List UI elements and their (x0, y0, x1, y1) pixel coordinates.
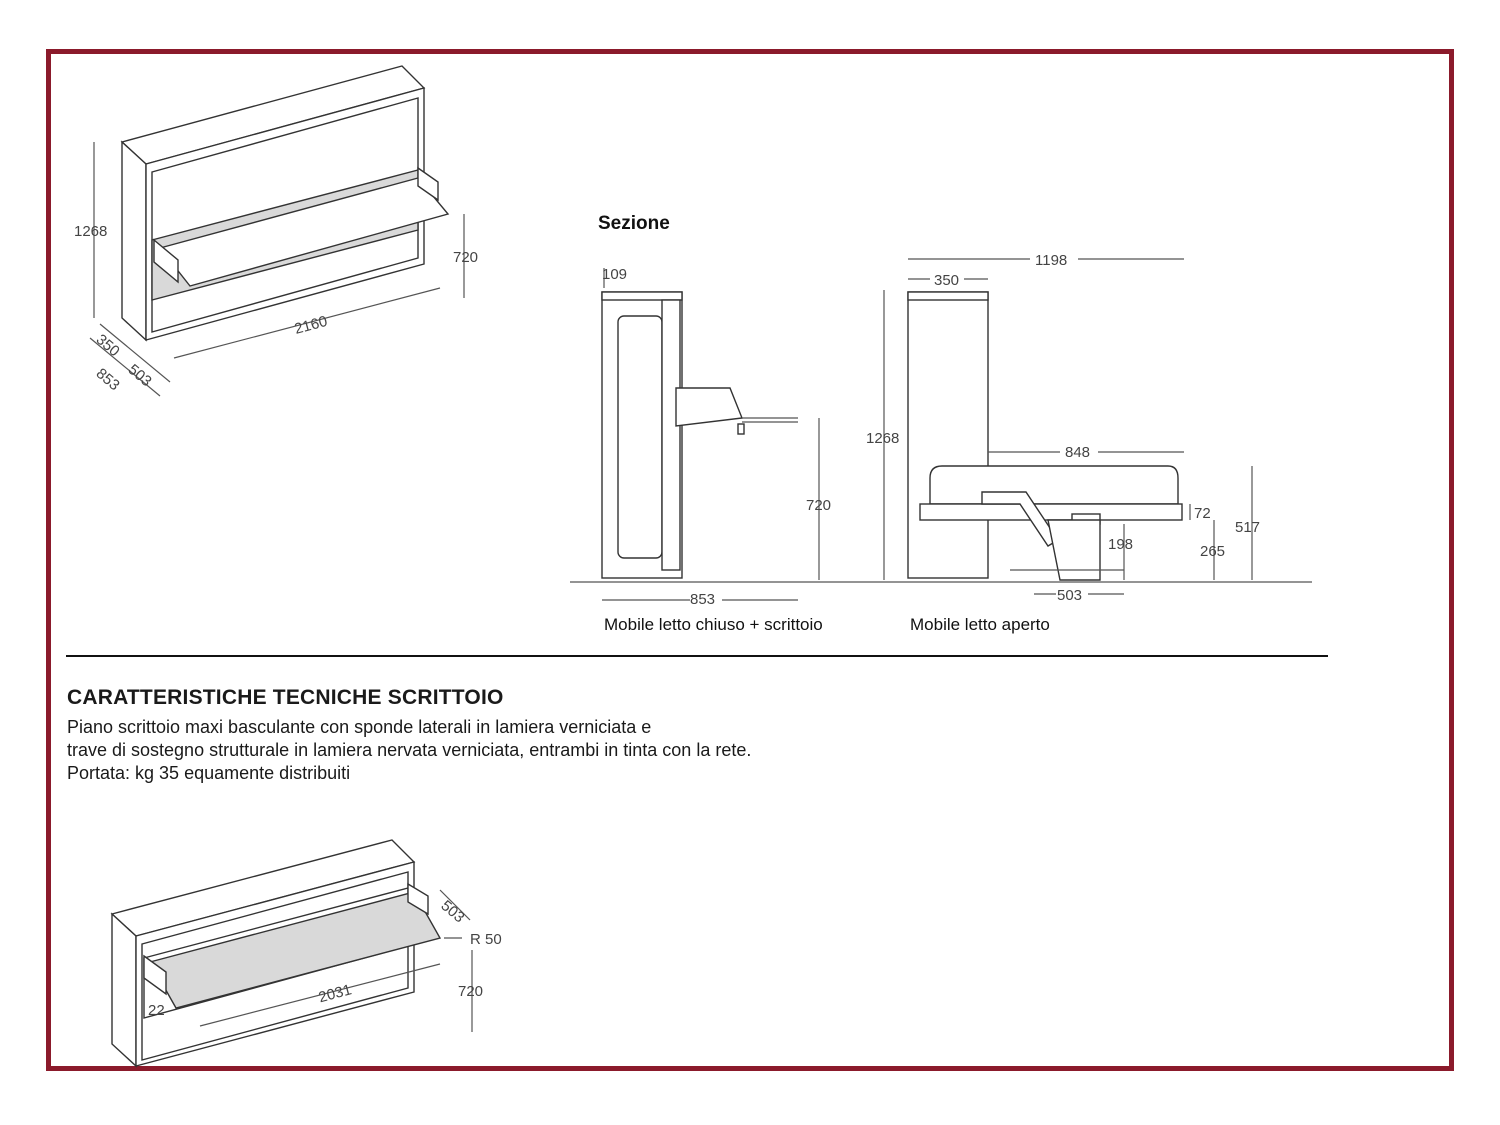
open-cabinet-depth: 350 (934, 272, 959, 289)
closed-caption: Mobile letto chiuso + scrittoio (604, 615, 823, 634)
section-closed (570, 268, 1312, 601)
open-desk-h: 265 (1200, 543, 1225, 560)
page-frame (46, 49, 1454, 1071)
open-leg-height: 198 (1108, 536, 1133, 553)
iso-top-depth-c: 853 (93, 365, 123, 394)
open-total-depth: 1198 (1035, 252, 1067, 269)
iso-top-width: 2160 (293, 313, 330, 338)
spec-line-1: Piano scrittoio maxi basculante con spon… (67, 717, 652, 737)
iso-top-height: 1268 (74, 223, 107, 240)
open-desk-depth: 503 (1057, 587, 1082, 604)
closed-depth: 853 (690, 591, 715, 608)
spec-line-3: Portata: kg 35 equamente distribuiti (67, 763, 351, 783)
section-title: Sezione (598, 213, 670, 234)
closed-desk-height: 720 (806, 497, 831, 514)
iso-view-bottom (110, 839, 473, 1068)
spec-line-2: trave di sostegno strutturale in lamiera… (67, 740, 752, 760)
iso-bottom-desk-height: 720 (458, 983, 483, 1000)
open-height: 1268 (866, 430, 899, 447)
iso-bottom-thickness: 22 (148, 1002, 165, 1019)
iso-bottom-radius: R 50 (470, 931, 502, 948)
open-caption: Mobile letto aperto (910, 615, 1050, 634)
section-open (883, 258, 1253, 595)
closed-top-dim: 109 (602, 266, 627, 283)
iso-bottom-depth: 503 (438, 897, 468, 926)
section-divider (66, 655, 1328, 657)
iso-top-desk-height: 720 (453, 249, 478, 266)
spec-title: CARATTERISTICHE TECNICHE SCRITTOIO (67, 686, 504, 709)
open-bed-thickness: 72 (1194, 505, 1211, 522)
open-bed-height: 517 (1235, 519, 1260, 536)
spec-block: CARATTERISTICHE TECNICHE SCRITTOIO Piano… (67, 686, 967, 785)
iso-view-top (89, 65, 465, 397)
iso-top-depth-a: 350 (93, 331, 123, 360)
open-bed-length: 848 (1065, 444, 1090, 461)
